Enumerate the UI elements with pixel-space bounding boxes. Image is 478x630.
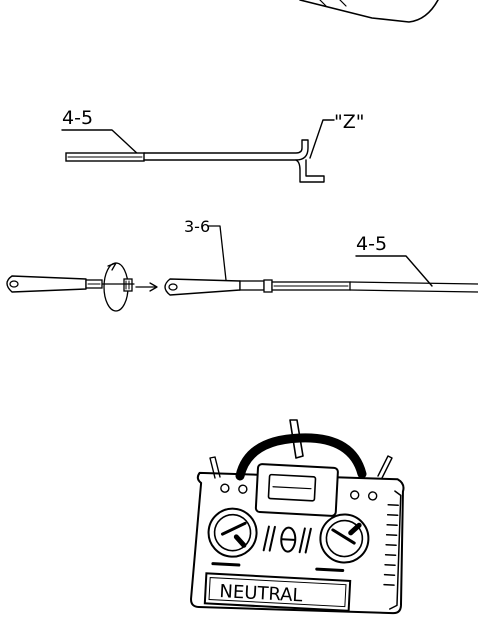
left-stick-icon [207,507,258,558]
center-trims-icon [262,525,312,554]
neutral-label: NEUTRAL [219,581,303,606]
upper-partial-outline [299,0,439,23]
clevis-right-icon [164,278,265,296]
rotate-arrow-icon [101,262,135,312]
clevis-assembly: 3-6 4-5 [6,217,478,312]
direction-arrow-icon [135,282,158,292]
pushrod-z-bend: 4-5 "Z" [61,107,365,183]
clevis-left-icon [6,275,103,293]
pushrod-bottom [271,281,478,293]
rod-bottom-part-label: 4-5 [356,233,387,255]
z-bend-label: "Z" [334,111,365,133]
rod-top-part-label: 4-5 [62,107,93,129]
neutral-screen: NEUTRAL [203,572,352,612]
grip-ridges-icon [383,490,402,610]
transmitter-icon: NEUTRAL [190,419,405,615]
clevis-part-label: 3-6 [184,217,210,236]
lock-nut-icon [263,279,273,293]
right-stick-icon [319,513,370,564]
pushrod-top [65,139,325,183]
